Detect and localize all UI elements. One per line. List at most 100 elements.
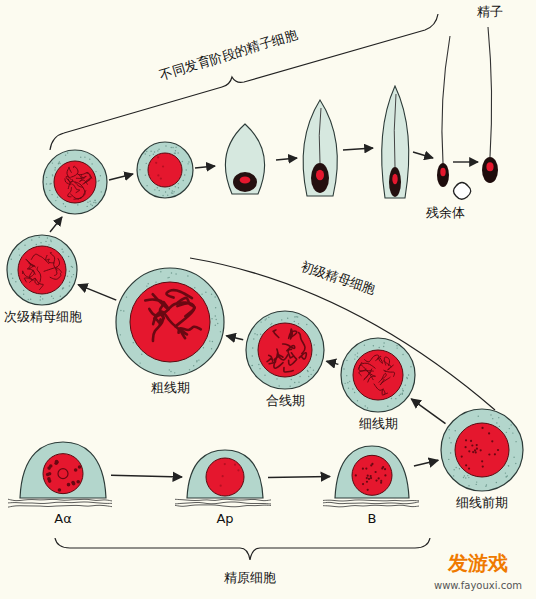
chromatin-dot <box>220 485 222 487</box>
part-label: 精子 <box>477 4 503 20</box>
stipple <box>69 285 70 286</box>
chromosome <box>153 294 169 309</box>
stipple <box>49 190 50 191</box>
stage-arrow <box>414 460 438 466</box>
stipple <box>11 259 12 260</box>
chromatin-dot <box>370 464 372 466</box>
chromatin-dot <box>464 446 466 448</box>
stipple <box>73 274 74 275</box>
spermatid-nucleus <box>233 172 257 192</box>
cytoplasm <box>246 311 324 389</box>
stipple <box>53 298 54 299</box>
stipple <box>157 187 158 188</box>
stipple <box>160 271 161 272</box>
chromosome <box>379 373 386 382</box>
stipple <box>40 242 41 243</box>
chromosome <box>273 330 279 338</box>
stipple <box>455 430 456 431</box>
stage-arrow <box>411 399 445 424</box>
chromosome <box>37 267 41 282</box>
stipple <box>31 239 32 240</box>
chromatin-dot <box>384 468 386 470</box>
chromatin-dot <box>222 475 224 477</box>
chromosome <box>299 333 305 354</box>
stipple <box>63 203 64 204</box>
stipple <box>512 432 513 433</box>
basement-membrane <box>175 499 271 500</box>
basement-membrane <box>323 502 419 504</box>
chromatin-dot <box>367 475 369 477</box>
chromosome <box>166 290 192 298</box>
chromosome <box>284 368 293 373</box>
cytoplasm <box>137 142 193 198</box>
stipple <box>165 145 166 146</box>
chromatin-dot <box>476 444 478 446</box>
stipple <box>94 200 95 201</box>
chromatin-dot <box>497 449 499 451</box>
stipple <box>146 163 147 164</box>
stipple <box>86 206 87 207</box>
stipple <box>515 463 516 464</box>
stipple <box>175 273 176 274</box>
stipple <box>510 424 511 425</box>
chromosome <box>178 298 195 316</box>
chromosome <box>180 330 187 339</box>
stipple <box>184 174 185 175</box>
stipple <box>71 266 72 267</box>
stipple <box>158 149 159 150</box>
stage-arrow <box>276 158 297 160</box>
chromatin-dot <box>237 469 239 471</box>
cytoplasm <box>441 409 523 491</box>
chromatin-dot <box>362 483 364 485</box>
stipple <box>91 163 92 164</box>
stipple <box>400 394 401 395</box>
chromatin-dot <box>47 466 51 470</box>
stipple <box>396 347 397 348</box>
stage-arrow <box>343 148 373 150</box>
stipple <box>47 237 48 238</box>
stipple <box>367 407 368 408</box>
chromatin-dot <box>55 460 59 464</box>
cell-outline <box>6 234 78 306</box>
stipple <box>48 244 49 245</box>
stipple <box>178 183 179 184</box>
stipple <box>175 186 176 187</box>
stipple <box>59 161 60 162</box>
flagellum <box>394 94 396 167</box>
stipple <box>281 319 282 320</box>
stipple <box>478 416 479 417</box>
stipple <box>347 382 348 383</box>
basement-membrane <box>8 505 112 507</box>
stipple <box>507 475 508 476</box>
stipple <box>496 482 497 483</box>
stipple <box>205 291 206 292</box>
stipple <box>174 372 175 373</box>
stipple <box>139 362 140 363</box>
stipple <box>264 375 265 376</box>
stipple <box>344 383 345 384</box>
basement-membrane <box>323 505 419 507</box>
stipple <box>260 321 261 322</box>
stipple <box>59 163 60 164</box>
chromatin-dot <box>380 480 382 482</box>
chromatin-dot <box>157 156 159 158</box>
sperm-head <box>437 163 449 187</box>
chromatin-dot <box>370 477 372 479</box>
chromosome <box>75 182 85 199</box>
stipple <box>387 406 388 407</box>
stipple <box>402 393 403 394</box>
stipple <box>448 459 449 460</box>
stipple <box>211 348 212 349</box>
chromosome <box>358 363 375 369</box>
stipple <box>508 465 509 466</box>
stipple <box>201 293 202 294</box>
stipple <box>313 369 314 370</box>
chromosome <box>71 166 78 177</box>
chromatin-dot <box>78 465 82 469</box>
stipple <box>515 441 516 442</box>
stipple <box>155 281 156 282</box>
part-label: 残余体 <box>426 205 465 221</box>
basement-membrane <box>8 499 112 501</box>
stipple <box>55 167 56 168</box>
